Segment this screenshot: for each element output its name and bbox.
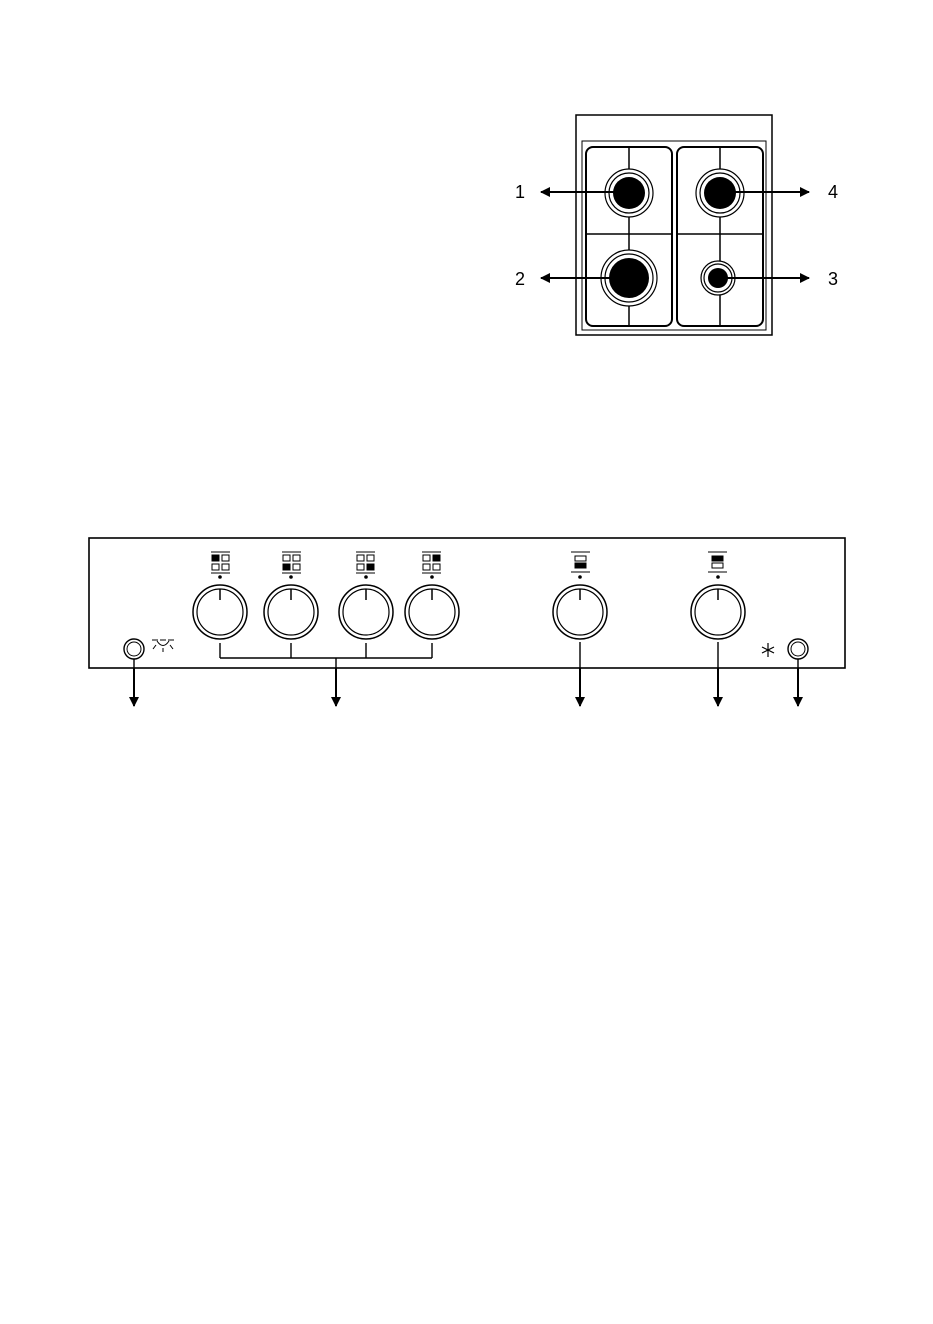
front-left-zone-icon [211, 552, 230, 573]
thermostat-indicator-lamp [788, 639, 808, 659]
hotplate-knob-rear-right[interactable] [339, 585, 393, 639]
rear-left-zone-icon [282, 552, 301, 573]
control-panel [89, 538, 845, 706]
knob-index-dot [218, 575, 222, 579]
knob-index-dot [289, 575, 293, 579]
burner-label-4: 4 [828, 182, 838, 202]
hotplate-knob-bracket [220, 643, 432, 668]
hob-top-view: 1 2 3 4 [515, 115, 838, 335]
burner-label-2: 2 [515, 269, 525, 289]
oven-thermostat-knob[interactable] [691, 585, 745, 639]
bottom-heat-icon [571, 552, 590, 572]
burner-label-1: 1 [515, 182, 525, 202]
front-right-zone-icon [422, 552, 441, 573]
light-icon [152, 640, 174, 652]
thermostat-icon [762, 643, 774, 657]
rear-right-zone-icon [356, 552, 375, 573]
power-indicator-lamp [124, 639, 144, 659]
knob-index-dot [716, 575, 720, 579]
oven-function-knob[interactable] [553, 585, 607, 639]
hotplate-knob-rear-left[interactable] [264, 585, 318, 639]
burner-label-3: 3 [828, 269, 838, 289]
hotplate-knob-front-left[interactable] [193, 585, 247, 639]
knob-index-dot [578, 575, 582, 579]
knob-index-dot [430, 575, 434, 579]
knob-index-dot [364, 575, 368, 579]
top-heat-icon [708, 552, 727, 572]
hob-inner-frame [582, 141, 766, 330]
hotplate-knob-front-right[interactable] [405, 585, 459, 639]
